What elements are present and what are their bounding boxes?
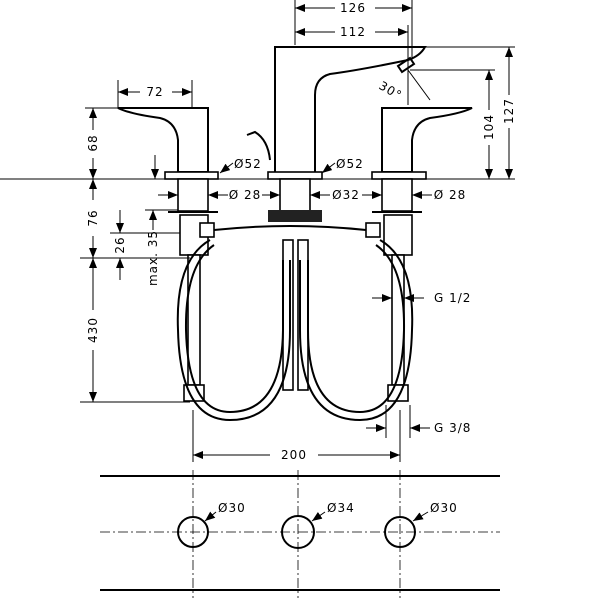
valve-bodies: [179, 214, 413, 402]
dim-430: 430: [86, 317, 100, 343]
dim-200: 200: [281, 448, 307, 462]
dim-126: 126: [340, 1, 366, 15]
dim-g-3-8: G 3/8: [434, 421, 471, 435]
center-hole: [281, 515, 315, 549]
dim-right-hole: Ø30: [430, 501, 458, 515]
dim-left-hole: Ø30: [218, 501, 246, 515]
dim-center-shank: Ø32: [332, 188, 360, 202]
right-hole: [384, 516, 416, 548]
dim-104: 104: [482, 114, 496, 140]
dim-g-1-2: G 1/2: [434, 291, 471, 305]
dim-max-35: max. 35: [146, 230, 160, 286]
dimension-lines: [0, 0, 515, 462]
dim-left-rosette: Ø52: [234, 157, 262, 171]
hoses: [176, 239, 414, 422]
left-handle: [117, 107, 209, 173]
deck-cutout-plan: [100, 470, 500, 598]
dim-68: 68: [86, 134, 100, 151]
dim-26: 26: [113, 236, 127, 253]
dim-30-degrees: 30°: [377, 78, 405, 102]
right-handle: [381, 107, 473, 173]
dim-center-rosette: Ø52: [336, 157, 364, 171]
dim-112: 112: [340, 25, 366, 39]
spout: [246, 46, 427, 172]
dim-127: 127: [502, 98, 516, 124]
dim-center-hole: Ø34: [327, 501, 355, 515]
dim-right-shank: Ø 28: [434, 188, 467, 202]
dim-72: 72: [146, 85, 163, 99]
rosettes: [164, 171, 427, 222]
pop-up-lever: [246, 130, 271, 161]
dim-76: 76: [86, 209, 100, 226]
dim-left-shank: Ø 28: [229, 188, 262, 202]
left-hole: [177, 516, 209, 548]
